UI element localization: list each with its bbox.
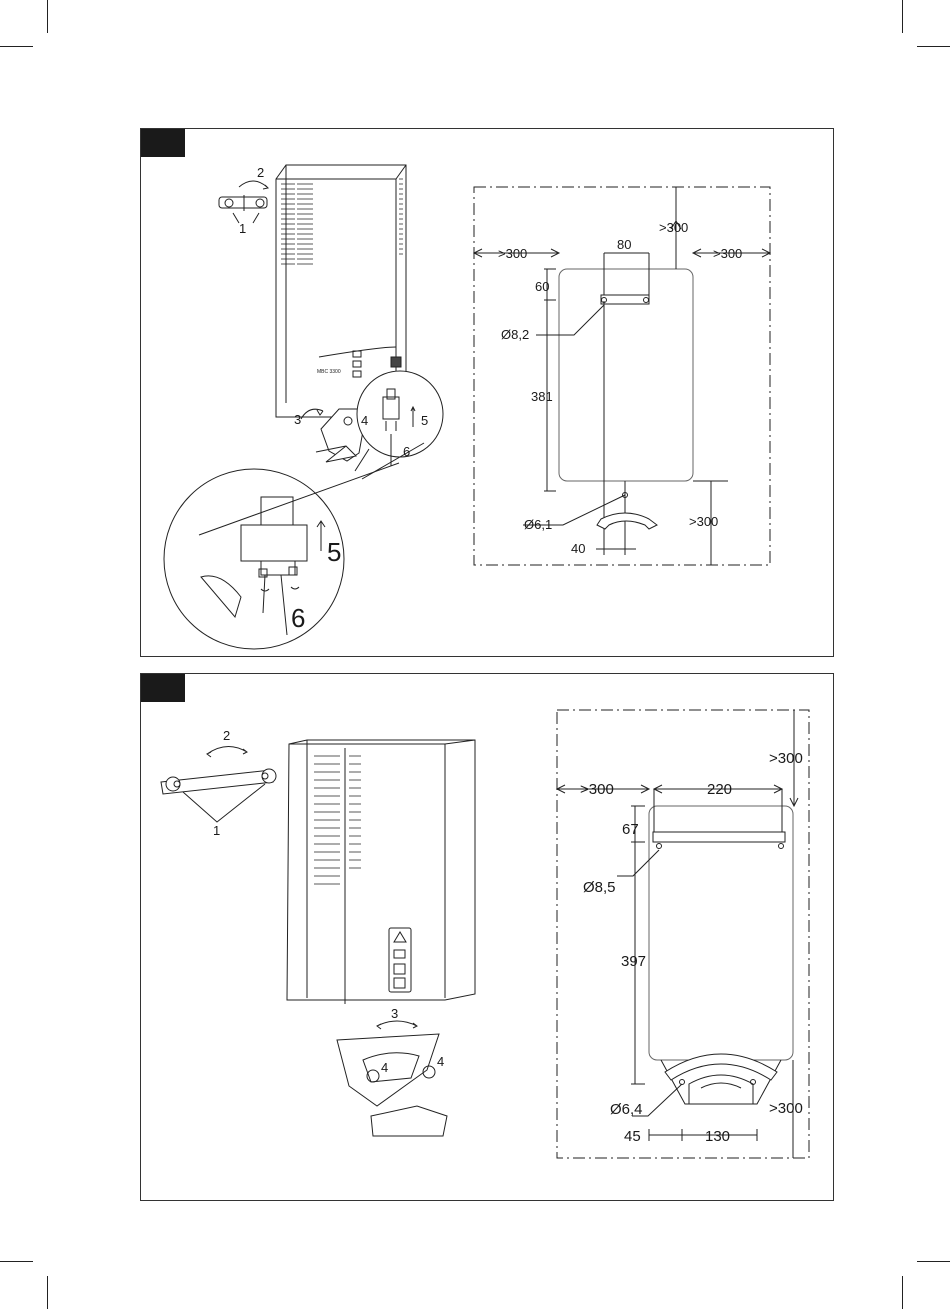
figure-2-drawing: 2 1 3 4 4 >300 >300 220 67 Ø8,5 397 [141,674,835,1202]
crop-mark [902,1276,903,1309]
dimension-drawing-2 [557,710,809,1158]
zoom-label-5: 5 [327,537,341,567]
crop-mark [0,46,33,47]
dim-bottom-offset: 40 [571,541,585,556]
dim-bottom-offset: 45 [624,1128,641,1145]
dim-bottom-clearance: >300 [769,1100,803,1117]
dim-hole-spacing: 220 [707,781,732,798]
dim-left-clearance: >300 [498,246,527,261]
dim-bottom-spacing: 130 [705,1128,730,1145]
label-screw-4a: 4 [381,1060,388,1075]
dim-vertical-distance: 397 [621,953,646,970]
figure-panel-2: 2 1 3 4 4 >300 >300 220 67 Ø8,5 397 [140,673,834,1201]
dim-top-clearance: >300 [769,750,803,767]
crop-mark [0,1261,33,1262]
crop-mark [47,1276,48,1309]
water-heater-device [287,740,475,1004]
label-arrow-3: 3 [391,1006,398,1021]
dim-bottom-hole-diameter: Ø6,4 [610,1101,643,1118]
dim-top-offset: 67 [622,821,639,838]
dim-hole-spacing: 80 [617,237,631,252]
crop-mark [902,0,903,33]
label-arrow-2: 2 [257,165,264,180]
label-bracket-1: 1 [239,221,246,236]
label-arrow-3: 3 [294,412,301,427]
label-screw-4b: 4 [437,1054,444,1069]
label-bracket-1: 1 [213,823,220,838]
dim-bottom-clearance: >300 [689,514,718,529]
zoom-label-6: 6 [291,603,305,633]
dim-top-clearance: >300 [659,220,688,235]
label-arrow-2: 2 [223,728,230,743]
dim-top-hole-diameter: Ø8,5 [583,879,616,896]
label-screw-4: 4 [361,413,368,428]
dim-top-hole-diameter: Ø8,2 [501,327,529,342]
dim-top-offset: 60 [535,279,549,294]
crop-mark [917,1261,950,1262]
dim-bottom-hole-diameter: Ø6,1 [524,517,552,532]
wall-bracket [161,746,276,822]
label-screw-6: 6 [403,444,410,459]
wall-bracket [219,181,268,223]
crop-mark [917,46,950,47]
figure-panel-1: 2 1 3 4 5 6 5 6 MBC 3300 >300 >300 [140,128,834,657]
dim-right-clearance: >300 [713,246,742,261]
label-arrow-5: 5 [421,413,428,428]
dim-left-clearance: >300 [580,781,614,798]
device-model-label: MBC 3300 [317,369,341,375]
dim-vertical-distance: 381 [531,389,553,404]
bottom-bracket [337,1021,447,1136]
crop-mark [47,0,48,33]
figure-1-drawing: 2 1 3 4 5 6 5 6 MBC 3300 >300 >300 [141,129,835,658]
